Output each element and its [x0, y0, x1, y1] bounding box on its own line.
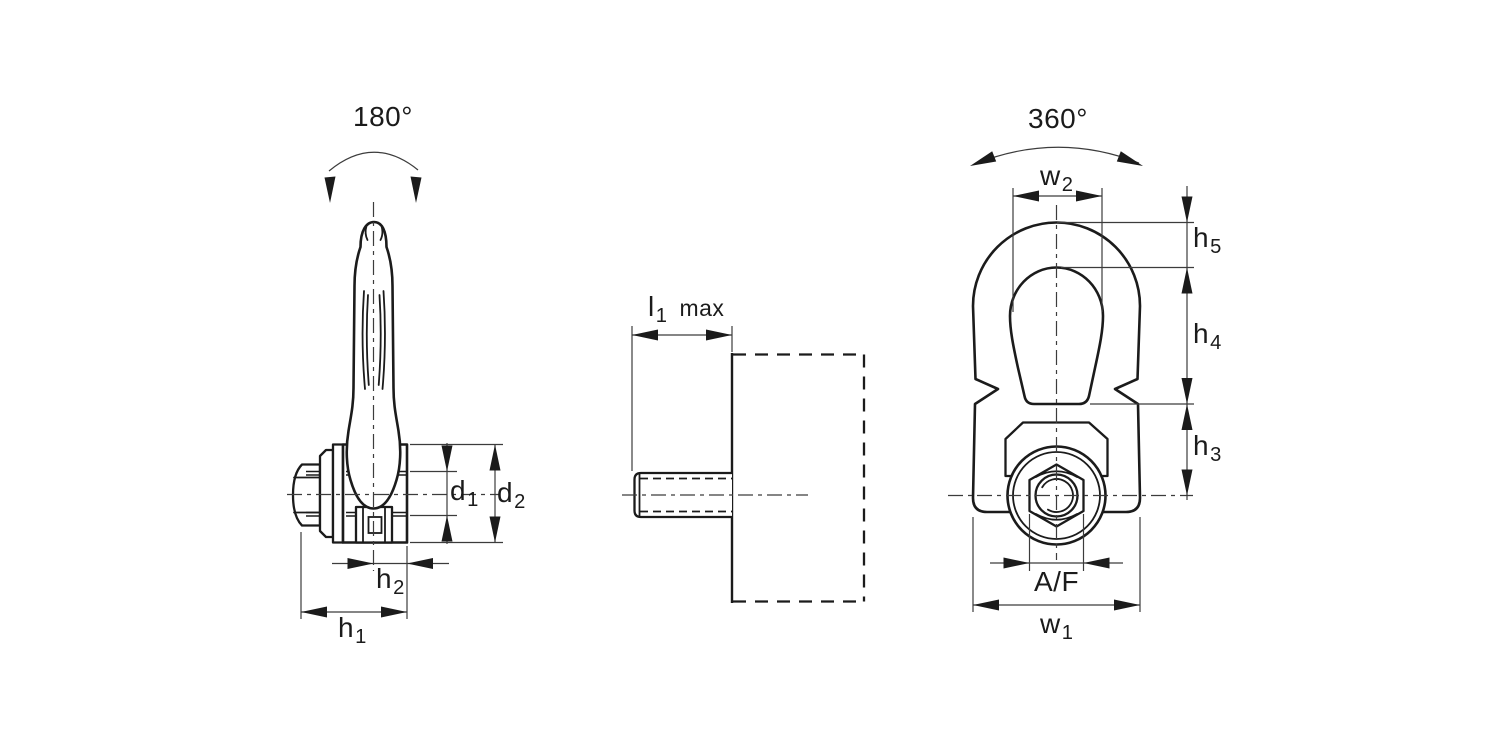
dim-label-h4: h4: [1193, 318, 1222, 355]
arrowhead: [324, 176, 336, 203]
bushing-key: [367, 516, 383, 534]
dim-label-d2: d2: [497, 477, 526, 514]
arrowhead: [347, 558, 374, 569]
side-view: [287, 151, 503, 619]
rotation-label-180: 180°: [353, 101, 413, 132]
rotation-arc-180: [324, 151, 422, 203]
dim-af: [990, 514, 1123, 571]
front-view: [948, 146, 1194, 612]
dim-label-h3: h3: [1193, 430, 1222, 467]
arrowhead: [441, 445, 453, 472]
rotation-arc-360: [970, 146, 1143, 166]
arrowhead: [1083, 557, 1110, 569]
bail-side: [345, 220, 402, 510]
arrowhead: [1114, 599, 1140, 611]
dim-h1: [300, 532, 407, 619]
dim-d2: [410, 443, 503, 544]
arrowhead: [1181, 196, 1193, 223]
rotation-label-360: 360°: [1028, 103, 1088, 134]
arrowhead: [1181, 469, 1193, 496]
arc-line: [328, 151, 419, 172]
bail-tip-detail: [379, 225, 384, 241]
arrowhead: [381, 606, 407, 618]
dim-label-w2: w2: [1040, 160, 1074, 197]
thread-arc: [1039, 478, 1074, 513]
arrowhead: [410, 176, 422, 203]
arrowhead: [1003, 557, 1030, 569]
workpiece: [730, 353, 866, 603]
dim-label-d1: d1: [450, 475, 479, 512]
dim-label-w1: w1: [1040, 608, 1074, 645]
dim-w1: [972, 517, 1141, 612]
arrowhead: [970, 151, 997, 166]
arrowhead: [1181, 378, 1193, 404]
arrowhead: [301, 606, 327, 618]
arrowhead: [441, 515, 453, 542]
dim-label-h5: h5: [1193, 222, 1222, 259]
arrowhead: [1013, 190, 1039, 202]
dim-h2: [332, 546, 449, 619]
bail-groove: [381, 290, 386, 390]
arrowhead: [632, 329, 658, 341]
flange: [331, 443, 345, 544]
arrowhead: [1076, 190, 1102, 202]
arrowhead: [407, 558, 433, 569]
arrowhead: [973, 599, 999, 611]
arrowhead: [489, 516, 501, 543]
dim-h5-h4-h3: [1057, 186, 1194, 500]
arrowhead: [489, 444, 501, 471]
hex-chamfer: [1035, 513, 1078, 521]
bail-outline: [345, 220, 402, 510]
arrowhead: [706, 329, 732, 341]
washer: [318, 448, 335, 539]
arrowhead: [1181, 404, 1193, 430]
bail-groove: [361, 290, 366, 390]
arrowhead: [1181, 267, 1193, 294]
bail-groove: [377, 294, 382, 386]
dim-d1: [410, 443, 457, 544]
dim-label-h1: h1: [338, 612, 367, 649]
installation-view: [622, 326, 866, 603]
dim-l1: [631, 326, 733, 471]
bail-groove: [365, 294, 370, 386]
dim-label-af: A/F: [1034, 566, 1080, 597]
bail-tip-detail: [364, 225, 369, 241]
dim-w2: [1012, 188, 1103, 312]
arrowhead: [1116, 151, 1143, 166]
dim-label-h2: h2: [376, 563, 405, 600]
